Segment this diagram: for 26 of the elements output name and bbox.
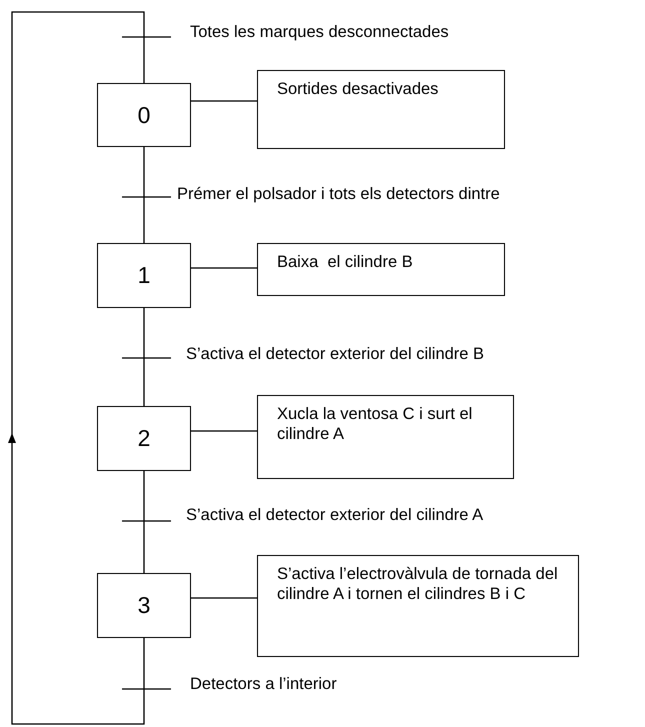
step-box [97, 573, 191, 638]
connector-line [191, 597, 257, 599]
action-text: Baixa el cilindre B [277, 253, 413, 271]
connector-line [191, 100, 257, 102]
step-box [97, 83, 191, 147]
action-box [257, 70, 505, 149]
action-box [257, 243, 505, 296]
step-number: 1 [138, 262, 150, 289]
connector-line [191, 267, 257, 269]
step-number: 3 [138, 592, 150, 619]
transition-condition: Prémer el polsador i tots els detectors dintre [175, 184, 502, 204]
action-text: Sortides desactivades [277, 80, 438, 98]
step-number: 0 [138, 102, 150, 128]
step-box [97, 243, 191, 308]
action-text: S’activa l’electrovàlvula de tornada del cilindre A i tornen el cilindres B i C [277, 565, 559, 603]
action-text: Xucla la ventosa C i surt el cilindre A [277, 405, 474, 443]
step-box [97, 406, 191, 471]
step-number: 2 [138, 425, 150, 452]
transition-condition: Totes les marques desconnectades [188, 22, 451, 42]
connector-line [143, 308, 145, 406]
action-box [257, 395, 514, 479]
connector-line [191, 430, 257, 432]
action-box [257, 555, 579, 657]
connector-line [143, 147, 145, 243]
connector-line [143, 471, 145, 573]
arrow [8, 11, 145, 725]
